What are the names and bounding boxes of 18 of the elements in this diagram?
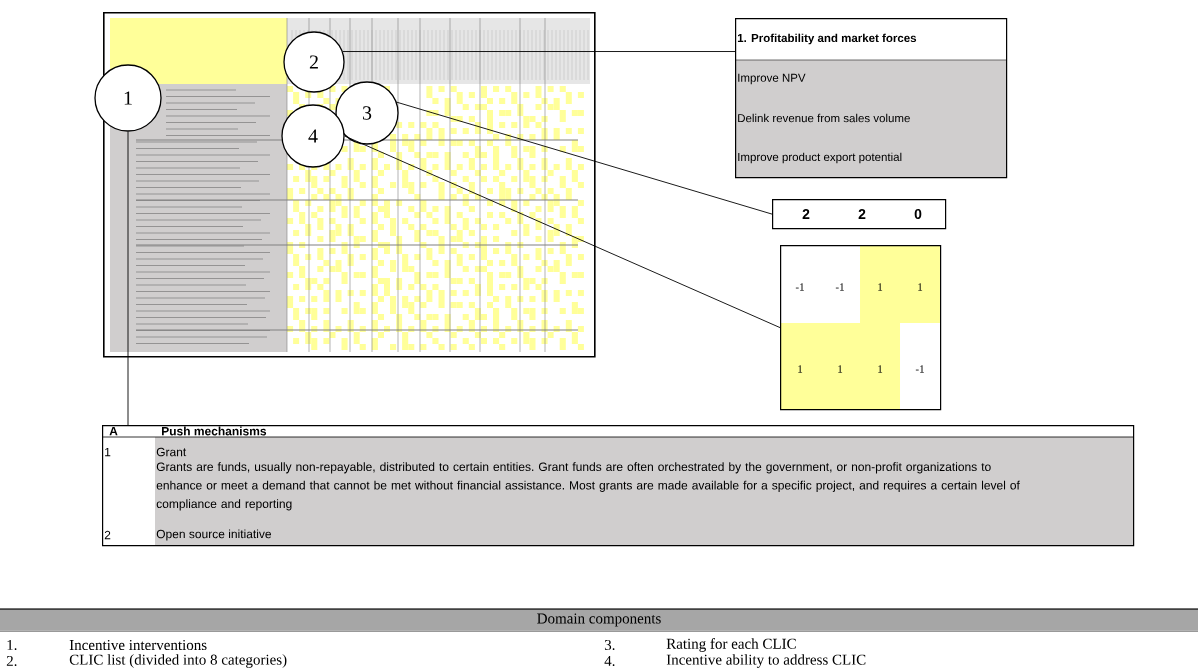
node-label: CLIC list (divided into 8 categories) <box>69 654 287 668</box>
node-label: 1. <box>7 639 17 651</box>
leader-line <box>344 135 781 329</box>
leader-line <box>396 101 773 215</box>
node-label: 3. <box>604 639 615 651</box>
criteria-list-box: 1. Profitability and market forces Improve NPV Delink revenue from sales volume Improve product export potential <box>734 18 1008 179</box>
node-label: Incentive interventions <box>69 639 207 651</box>
node-label: 2. <box>6 655 17 667</box>
rating-row-box: 2 2 0 <box>772 199 947 230</box>
leader-line <box>342 51 736 52</box>
definition-table: A Push mechanisms 1 Grant Grants are funds, usually non-repayable, distributed to certain entities. Grant funds are often orchestrated by the government, or non-profit organizations to enhance or meet a demand that cannot be met without financial assistance. Most grants are made available for a specific project, and requires a certain level of compliance and reporting 2 Open source initiative <box>101 425 1135 547</box>
components-table: Domain components 1. Incentive interventions 3. Rating for each CLIC 2. CLIC list (divided into 8 categories) 4. Incentive ability to address CLIC <box>0 608 1198 668</box>
node-label: Incentive ability to address CLIC <box>666 654 866 668</box>
leader-line <box>127 131 129 426</box>
score-matrix: -1 -1 1 1 1 1 1 -1 <box>780 245 942 411</box>
spreadsheet-drawing <box>103 12 596 358</box>
node-label: Rating for each CLIC <box>666 638 796 652</box>
node-label: 4. <box>604 655 615 667</box>
